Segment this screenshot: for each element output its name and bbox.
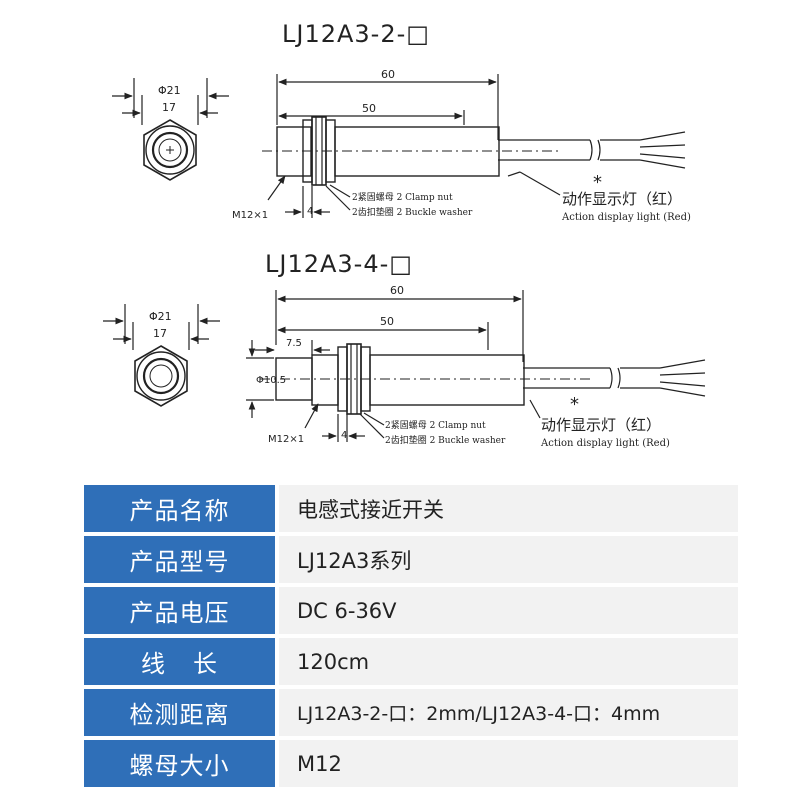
spec-key-cable-length-char1: 线 bbox=[141, 650, 166, 678]
diagram1-outer-diameter: Φ21 bbox=[158, 84, 181, 97]
spec-key-cable-length-char2: 长 bbox=[193, 650, 218, 678]
diagram1-light-label-cn: 动作显示灯（红） bbox=[562, 190, 682, 208]
diagram2-inner-width: 17 bbox=[153, 327, 167, 340]
diagram2-asterisk: * bbox=[570, 394, 580, 415]
spec-row-nut-size: 螺母大小 M12 bbox=[84, 740, 738, 787]
diagram1-title: LJ12A3-2-□ bbox=[282, 20, 430, 48]
spec-divider bbox=[275, 587, 279, 634]
diagram2-title: LJ12A3-4-□ bbox=[265, 250, 413, 278]
diagram2-body-length: 50 bbox=[380, 315, 394, 328]
spec-value-detection-distance: LJ12A3-2-口：2mm/LJ12A3-4-口：4mm bbox=[279, 689, 738, 736]
diagram2-front-diameter: Φ10.5 bbox=[256, 375, 286, 386]
spec-row-detection-distance: 检测距离 LJ12A3-2-口：2mm/LJ12A3-4-口：4mm bbox=[84, 689, 738, 736]
spec-divider bbox=[275, 485, 279, 532]
diagram2-light-label-cn: 动作显示灯（红） bbox=[541, 416, 661, 434]
spec-key-model: 产品型号 bbox=[84, 536, 275, 583]
spec-divider bbox=[275, 689, 279, 736]
technical-drawings: LJ12A3-2-□ Φ21 17 bbox=[103, 20, 706, 449]
diagram2-clamp-nut-label: 2紧固螺母 2 Clamp nut bbox=[385, 420, 486, 431]
spec-row-cable-length: 线 长 120cm bbox=[84, 638, 738, 685]
diagram1-light-label-en: Action display light (Red) bbox=[561, 212, 691, 223]
diagram1-thread-label: M12×1 bbox=[232, 210, 268, 221]
spec-value-product-name: 电感式接近开关 bbox=[279, 485, 738, 532]
diagram2-front-length: 7.5 bbox=[286, 338, 302, 349]
spec-table: 产品名称 电感式接近开关 产品型号 LJ12A3系列 产品电压 DC 6-36V… bbox=[84, 485, 738, 791]
diagram2-outer-diameter: Φ21 bbox=[149, 310, 172, 323]
diagram1-clamp-nut-label: 2紧固螺母 2 Clamp nut bbox=[352, 192, 453, 203]
diagram2-light-label-en: Action display light (Red) bbox=[540, 438, 670, 449]
diagram2-total-length: 60 bbox=[390, 284, 404, 297]
spec-key-product-name: 产品名称 bbox=[84, 485, 275, 532]
diagram2-washer-label: 2齿扣垫圈 2 Buckle washer bbox=[385, 434, 506, 446]
spec-key-detection-distance: 检测距离 bbox=[84, 689, 275, 736]
diagram2-thread-label: M12×1 bbox=[268, 434, 304, 445]
spec-value-nut-size: M12 bbox=[279, 740, 738, 787]
spec-row-model: 产品型号 LJ12A3系列 bbox=[84, 536, 738, 583]
diagram1-washer-label: 2齿扣垫圈 2 Buckle washer bbox=[352, 206, 473, 218]
diagram2-side-view bbox=[246, 290, 706, 442]
spec-key-cable-length: 线 长 bbox=[84, 638, 275, 685]
diagram1-side-view bbox=[262, 74, 686, 218]
diagram2-end-view bbox=[103, 304, 220, 407]
spec-divider bbox=[275, 740, 279, 787]
spec-divider bbox=[275, 638, 279, 685]
spec-row-voltage: 产品电压 DC 6-36V bbox=[84, 587, 738, 634]
spec-divider bbox=[275, 536, 279, 583]
spec-value-model: LJ12A3系列 bbox=[279, 536, 738, 583]
diagram-lj12a3-4: LJ12A3-4-□ Φ21 17 bbox=[103, 250, 706, 449]
spec-key-nut-size: 螺母大小 bbox=[84, 740, 275, 787]
diagram1-total-length: 60 bbox=[381, 68, 395, 81]
diagram1-inner-width: 17 bbox=[162, 101, 176, 114]
spec-value-cable-length: 120cm bbox=[279, 638, 738, 685]
diagram1-end-view bbox=[112, 78, 229, 181]
diagram1-nut-width: 4 bbox=[307, 206, 313, 217]
diagram1-body-length: 50 bbox=[362, 102, 376, 115]
diagram-lj12a3-2: LJ12A3-2-□ Φ21 17 bbox=[112, 20, 691, 223]
diagram1-asterisk: * bbox=[593, 172, 603, 193]
spec-row-product-name: 产品名称 电感式接近开关 bbox=[84, 485, 738, 532]
spec-key-voltage: 产品电压 bbox=[84, 587, 275, 634]
diagram2-nut-width: 4 bbox=[341, 430, 347, 441]
spec-value-voltage: DC 6-36V bbox=[279, 587, 738, 634]
